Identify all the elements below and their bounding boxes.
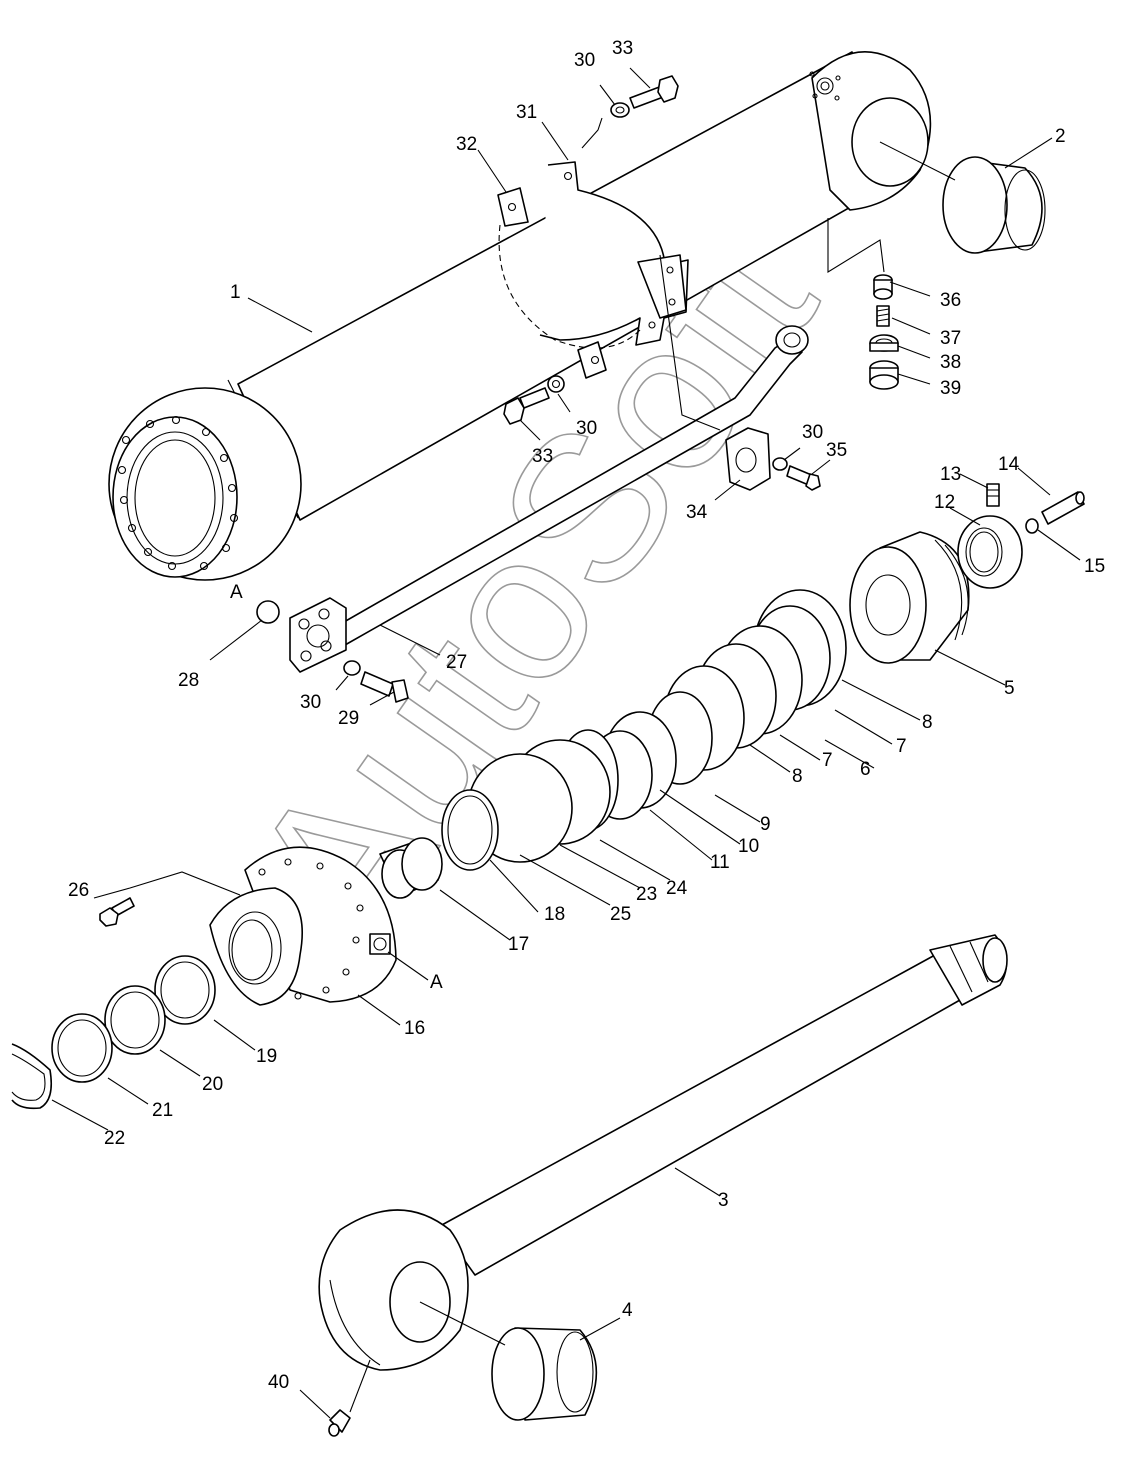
pipe-clamp bbox=[497, 161, 689, 379]
cylinder-head bbox=[209, 846, 397, 1006]
pipe-clamp-block bbox=[725, 427, 771, 491]
callout-1: 1 bbox=[230, 282, 241, 303]
o-ring-a bbox=[256, 600, 280, 624]
callout-15: 15 bbox=[1084, 556, 1105, 577]
pin bbox=[1041, 491, 1085, 525]
hydraulic-pipe bbox=[289, 325, 809, 673]
callout-6: 6 bbox=[860, 759, 871, 780]
pin-o-ring bbox=[1025, 518, 1039, 534]
callout-8b: 8 bbox=[792, 766, 803, 787]
callout-30c: 30 bbox=[802, 422, 823, 443]
callout-30d: 30 bbox=[300, 692, 321, 713]
callout-14: 14 bbox=[998, 454, 1020, 475]
callout-5: 5 bbox=[1004, 678, 1015, 699]
callout-26: 26 bbox=[68, 880, 89, 901]
callout-18: 18 bbox=[544, 904, 565, 925]
pipe-clamp-bolt bbox=[772, 457, 821, 491]
guide-ring bbox=[379, 837, 443, 899]
callout-8a: 8 bbox=[922, 712, 933, 733]
callout-35: 35 bbox=[826, 440, 847, 461]
flange-bolt bbox=[343, 660, 409, 703]
clamp-bolt-top bbox=[610, 75, 679, 118]
check-valve-parts bbox=[869, 274, 899, 390]
piston-rod bbox=[318, 934, 1008, 1371]
callout-2: 2 bbox=[1055, 126, 1066, 147]
callout-23: 23 bbox=[636, 884, 657, 905]
callout-29: 29 bbox=[338, 708, 359, 729]
piston bbox=[849, 531, 970, 664]
callout-25: 25 bbox=[610, 904, 631, 925]
set-screw bbox=[986, 483, 1000, 507]
callout-30a: 30 bbox=[574, 50, 595, 71]
callout-7b: 7 bbox=[822, 750, 833, 771]
callout-21: 21 bbox=[152, 1100, 173, 1121]
cap-screw bbox=[99, 897, 135, 927]
rod-seals bbox=[11, 955, 216, 1110]
callout-32: 32 bbox=[456, 134, 477, 155]
callout-27: 27 bbox=[446, 652, 467, 673]
callout-33b: 33 bbox=[532, 446, 553, 467]
callout-labels: 1 2 3 4 5 6 7 7 8 8 9 10 11 12 13 14 15 … bbox=[68, 38, 1105, 1393]
callout-40: 40 bbox=[268, 1372, 289, 1393]
callout-31: 31 bbox=[516, 102, 537, 123]
callout-16: 16 bbox=[404, 1018, 425, 1039]
callout-7a: 7 bbox=[896, 736, 907, 757]
callout-3: 3 bbox=[718, 1190, 729, 1211]
callout-39: 39 bbox=[940, 378, 961, 399]
reference-a-1: A bbox=[230, 582, 243, 603]
callout-37: 37 bbox=[940, 328, 961, 349]
callout-34: 34 bbox=[686, 502, 708, 523]
callout-33a: 33 bbox=[612, 38, 633, 59]
callout-20: 20 bbox=[202, 1074, 223, 1095]
callout-30b: 30 bbox=[576, 418, 597, 439]
clamp-bolt-bottom bbox=[503, 375, 565, 425]
callout-11: 11 bbox=[710, 852, 730, 873]
bushing-bottom bbox=[491, 1327, 598, 1421]
callout-22: 22 bbox=[104, 1128, 125, 1149]
callout-24: 24 bbox=[666, 878, 688, 899]
seal-rings bbox=[441, 589, 847, 871]
callout-12: 12 bbox=[934, 492, 955, 513]
callout-9: 9 bbox=[760, 814, 771, 835]
callout-28: 28 bbox=[178, 670, 199, 691]
callout-19: 19 bbox=[256, 1046, 277, 1067]
piston-nut bbox=[957, 515, 1023, 589]
leader-lines bbox=[51, 67, 1081, 1419]
callout-17: 17 bbox=[508, 934, 529, 955]
callout-10: 10 bbox=[738, 836, 759, 857]
callout-13: 13 bbox=[940, 464, 961, 485]
callout-36: 36 bbox=[940, 290, 961, 311]
callout-4: 4 bbox=[622, 1300, 633, 1321]
bushing-top bbox=[942, 156, 1046, 254]
reference-a-2: A bbox=[430, 972, 443, 993]
callout-38: 38 bbox=[940, 352, 961, 373]
grease-fitting bbox=[328, 1409, 351, 1437]
